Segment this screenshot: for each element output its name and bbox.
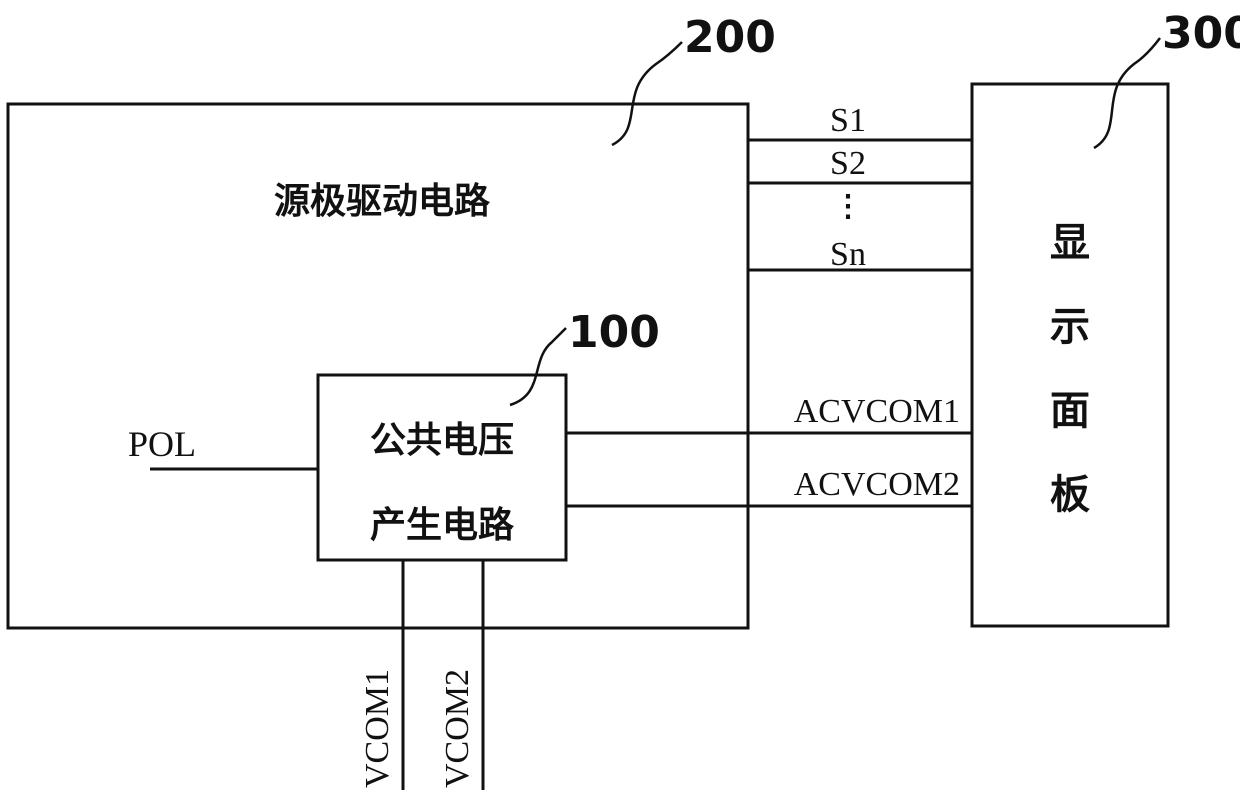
display-panel-label-char-1: 显 <box>1050 220 1090 266</box>
ref-300-label: 300 <box>1162 8 1240 59</box>
ref-100-label: 100 <box>568 307 660 358</box>
source-line-sn-label: Sn <box>830 236 866 273</box>
vcom-generator-label-line1: 公共电压 <box>370 420 514 461</box>
pol-label: POL <box>128 424 196 464</box>
acvcom1-label: ACVCOM1 <box>794 393 960 430</box>
acvcom2-label: ACVCOM2 <box>794 466 960 503</box>
vcom1-label: VCOM1 <box>359 669 396 788</box>
display-panel-label-char-3: 面 <box>1050 388 1090 434</box>
vcom2-label: VCOM2 <box>439 669 476 788</box>
source-line-ellipsis: ⋮ <box>833 190 863 223</box>
ref-200-label: 200 <box>684 12 776 63</box>
source-line-s2-label: S2 <box>830 145 866 182</box>
vcom-generator-label-line2: 产生电路 <box>370 505 515 546</box>
source-driver-label: 源极驱动电路 <box>274 181 491 222</box>
display-panel-label-char-2: 示 <box>1050 304 1090 350</box>
display-panel-box <box>972 84 1168 626</box>
source-line-s1-label: S1 <box>830 102 866 139</box>
display-panel-label-char-4: 板 <box>1050 472 1090 518</box>
